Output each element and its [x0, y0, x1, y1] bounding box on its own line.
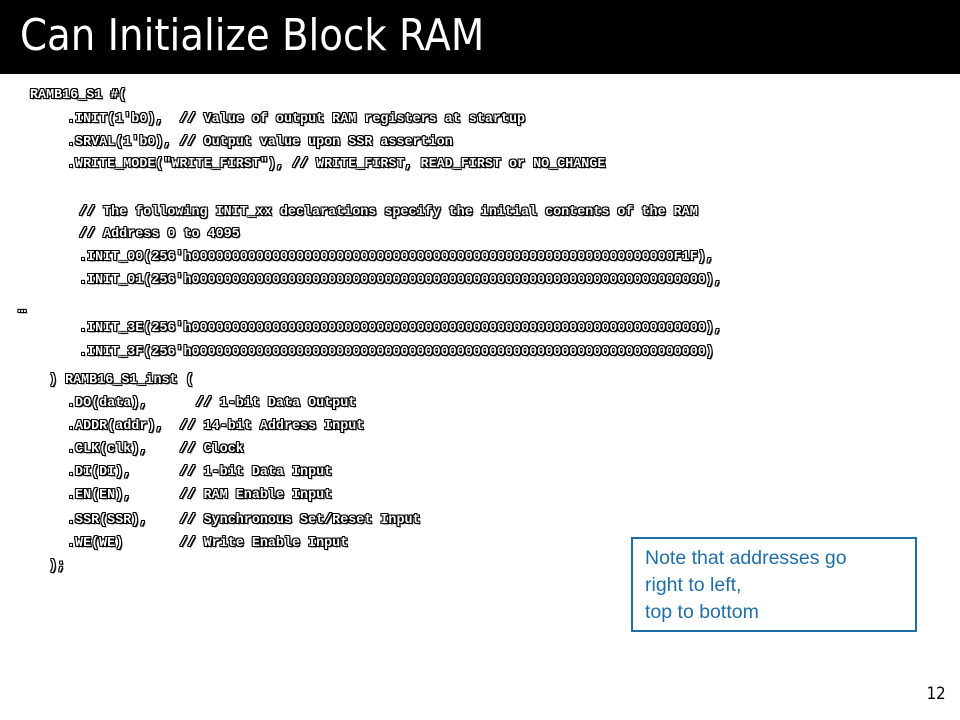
code-line: // Address 0 to 4095 — [79, 227, 240, 242]
verilog-code-block: RAMB16_S1 #( .INIT(1'b0), // Value of ou… — [18, 88, 722, 574]
note-line: top to bottom — [645, 601, 759, 623]
note-line: right to left, — [645, 574, 742, 596]
code-line: .CLK(clk), // Clock — [67, 442, 244, 457]
code-line: .ADDR(addr), // 14-bit Address Input — [67, 419, 365, 434]
code-line: .INIT(1'b0), // Value of output RAM regi… — [67, 112, 526, 127]
code-line: .INIT_01(256'h00000000000000000000000000… — [79, 273, 722, 288]
code-line: .INIT_3F(256'h00000000000000000000000000… — [79, 345, 714, 360]
code-line: .SSR(SSR), // Synchronous Set/Reset Inpu… — [67, 513, 421, 528]
code-line: .WE(WE) // Write Enable Input — [67, 536, 349, 551]
code-line: .DO(data), // 1-bit Data Output — [67, 396, 357, 411]
code-line: … — [18, 302, 27, 317]
code-line: // The following INIT_xx declarations sp… — [79, 205, 698, 220]
code-line: .INIT_00(256'h00000000000000000000000000… — [79, 250, 714, 265]
code-line: ); — [49, 559, 66, 574]
code-line: .WRITE_MODE("WRITE_FIRST"), // WRITE_FIR… — [67, 157, 606, 172]
code-line: .EN(EN), // RAM Enable Input — [67, 488, 333, 503]
code-line: ) RAMB16_S1_inst ( — [49, 373, 194, 388]
code-line: .DI(DI), // 1-bit Data Input — [67, 465, 333, 480]
note-callout: Note that addresses go right to left, to… — [631, 537, 917, 632]
code-line: RAMB16_S1 #( — [30, 88, 127, 103]
note-line: Note that addresses go — [645, 547, 847, 569]
title-bar: Can Initialize Block RAM — [0, 0, 960, 74]
slide-title: Can Initialize Block RAM — [20, 10, 485, 61]
page-number: 12 — [926, 684, 946, 704]
code-line: .SRVAL(1'b0), // Output value upon SSR a… — [67, 135, 453, 150]
code-line: .INIT_3E(256'h00000000000000000000000000… — [79, 321, 722, 336]
